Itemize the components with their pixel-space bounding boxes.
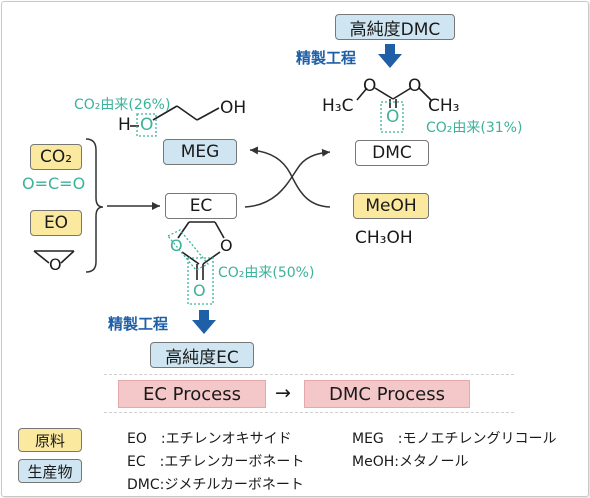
arrow-ec-to-dmc <box>244 148 331 208</box>
dmc-process-label: DMC Process <box>329 383 445 405</box>
ec-co2-highlight <box>166 229 214 305</box>
dmc-atom-o-left: O <box>363 76 377 96</box>
legend-dmc: DMC:ジメチルカーボネート <box>127 477 304 493</box>
ec-structure <box>177 221 225 280</box>
dmc-atom-h3c: H₃C <box>322 96 354 116</box>
bottom-refine-label: 精製工程 <box>108 315 169 333</box>
legend-meg: MEG :モノエチレングリコール <box>352 431 557 447</box>
meg-atom-oh: OH <box>220 98 247 118</box>
meg-atom-h: H <box>118 115 131 135</box>
legend-raw-material-box: 原料 <box>18 428 82 452</box>
dmc-box: DMC <box>355 140 429 166</box>
ec-co2-note: CO₂由来(50%) <box>218 265 315 281</box>
ec-box: EC <box>165 193 237 219</box>
legend-meoh: MeOH:メタノール <box>352 454 469 470</box>
ec-atom-o-right: O <box>220 236 233 255</box>
high-purity-dmc-label: 高純度DMC <box>349 19 441 40</box>
top-refine-label: 精製工程 <box>296 49 357 67</box>
meg-co2-highlight <box>136 113 157 137</box>
eo-epoxide-structure <box>33 250 75 264</box>
high-purity-ec-label: 高純度EC <box>165 347 239 368</box>
eo-atom-o: O <box>49 255 62 274</box>
meoh-formula: CH₃OH <box>355 228 413 248</box>
meg-label: MEG <box>180 142 220 162</box>
separator-bottom <box>104 412 514 413</box>
dmc-label: DMC <box>372 143 412 163</box>
ec-atom-o-left: O <box>170 236 183 255</box>
dmc-co2-highlight <box>380 101 404 133</box>
ec-process-label: EC Process <box>143 383 241 405</box>
process-arrow: → <box>275 382 291 404</box>
co2-box: CO₂ <box>30 144 82 170</box>
eo-box: EO <box>30 210 82 236</box>
dmc-atom-ch3: CH₃ <box>428 96 460 116</box>
legend-product-label: 生産物 <box>27 462 73 481</box>
legend-eo: EO :エチレンオキサイド <box>127 431 292 447</box>
ec-atom-o-carbonyl: O <box>193 281 206 300</box>
dmc-atom-o-right: O <box>408 76 422 96</box>
legend-raw-material-label: 原料 <box>34 431 65 450</box>
separator-top <box>104 374 514 375</box>
co2-label: CO₂ <box>39 147 73 167</box>
meoh-label: MeOH <box>365 196 417 216</box>
meg-box: MEG <box>163 139 237 165</box>
co2-formula: O=C=O <box>22 174 86 193</box>
meg-atom-o: O <box>140 115 154 135</box>
dmc-structure <box>356 87 432 108</box>
high-purity-ec-box: 高純度EC <box>150 342 254 368</box>
legend-product-box: 生産物 <box>18 459 82 483</box>
raw-material-brace <box>85 138 104 273</box>
dmc-co2-note: CO₂由来(31%) <box>426 120 523 136</box>
eo-label: EO <box>43 213 69 233</box>
ec-label: EC <box>189 196 213 216</box>
high-purity-dmc-box: 高純度DMC <box>335 14 455 40</box>
meg-co2-note: CO₂由来(26%) <box>74 97 171 113</box>
bottom-refine-arrow <box>192 310 216 334</box>
legend-ec: EC :エチレンカーボネート <box>127 454 305 470</box>
arrow-meoh-to-meg <box>249 146 331 208</box>
dmc-process-box: DMC Process <box>304 380 470 408</box>
meoh-box: MeOH <box>353 193 429 219</box>
ec-process-box: EC Process <box>118 380 266 408</box>
dmc-atom-o-carbonyl: O <box>386 107 400 127</box>
top-refine-arrow <box>378 44 402 68</box>
